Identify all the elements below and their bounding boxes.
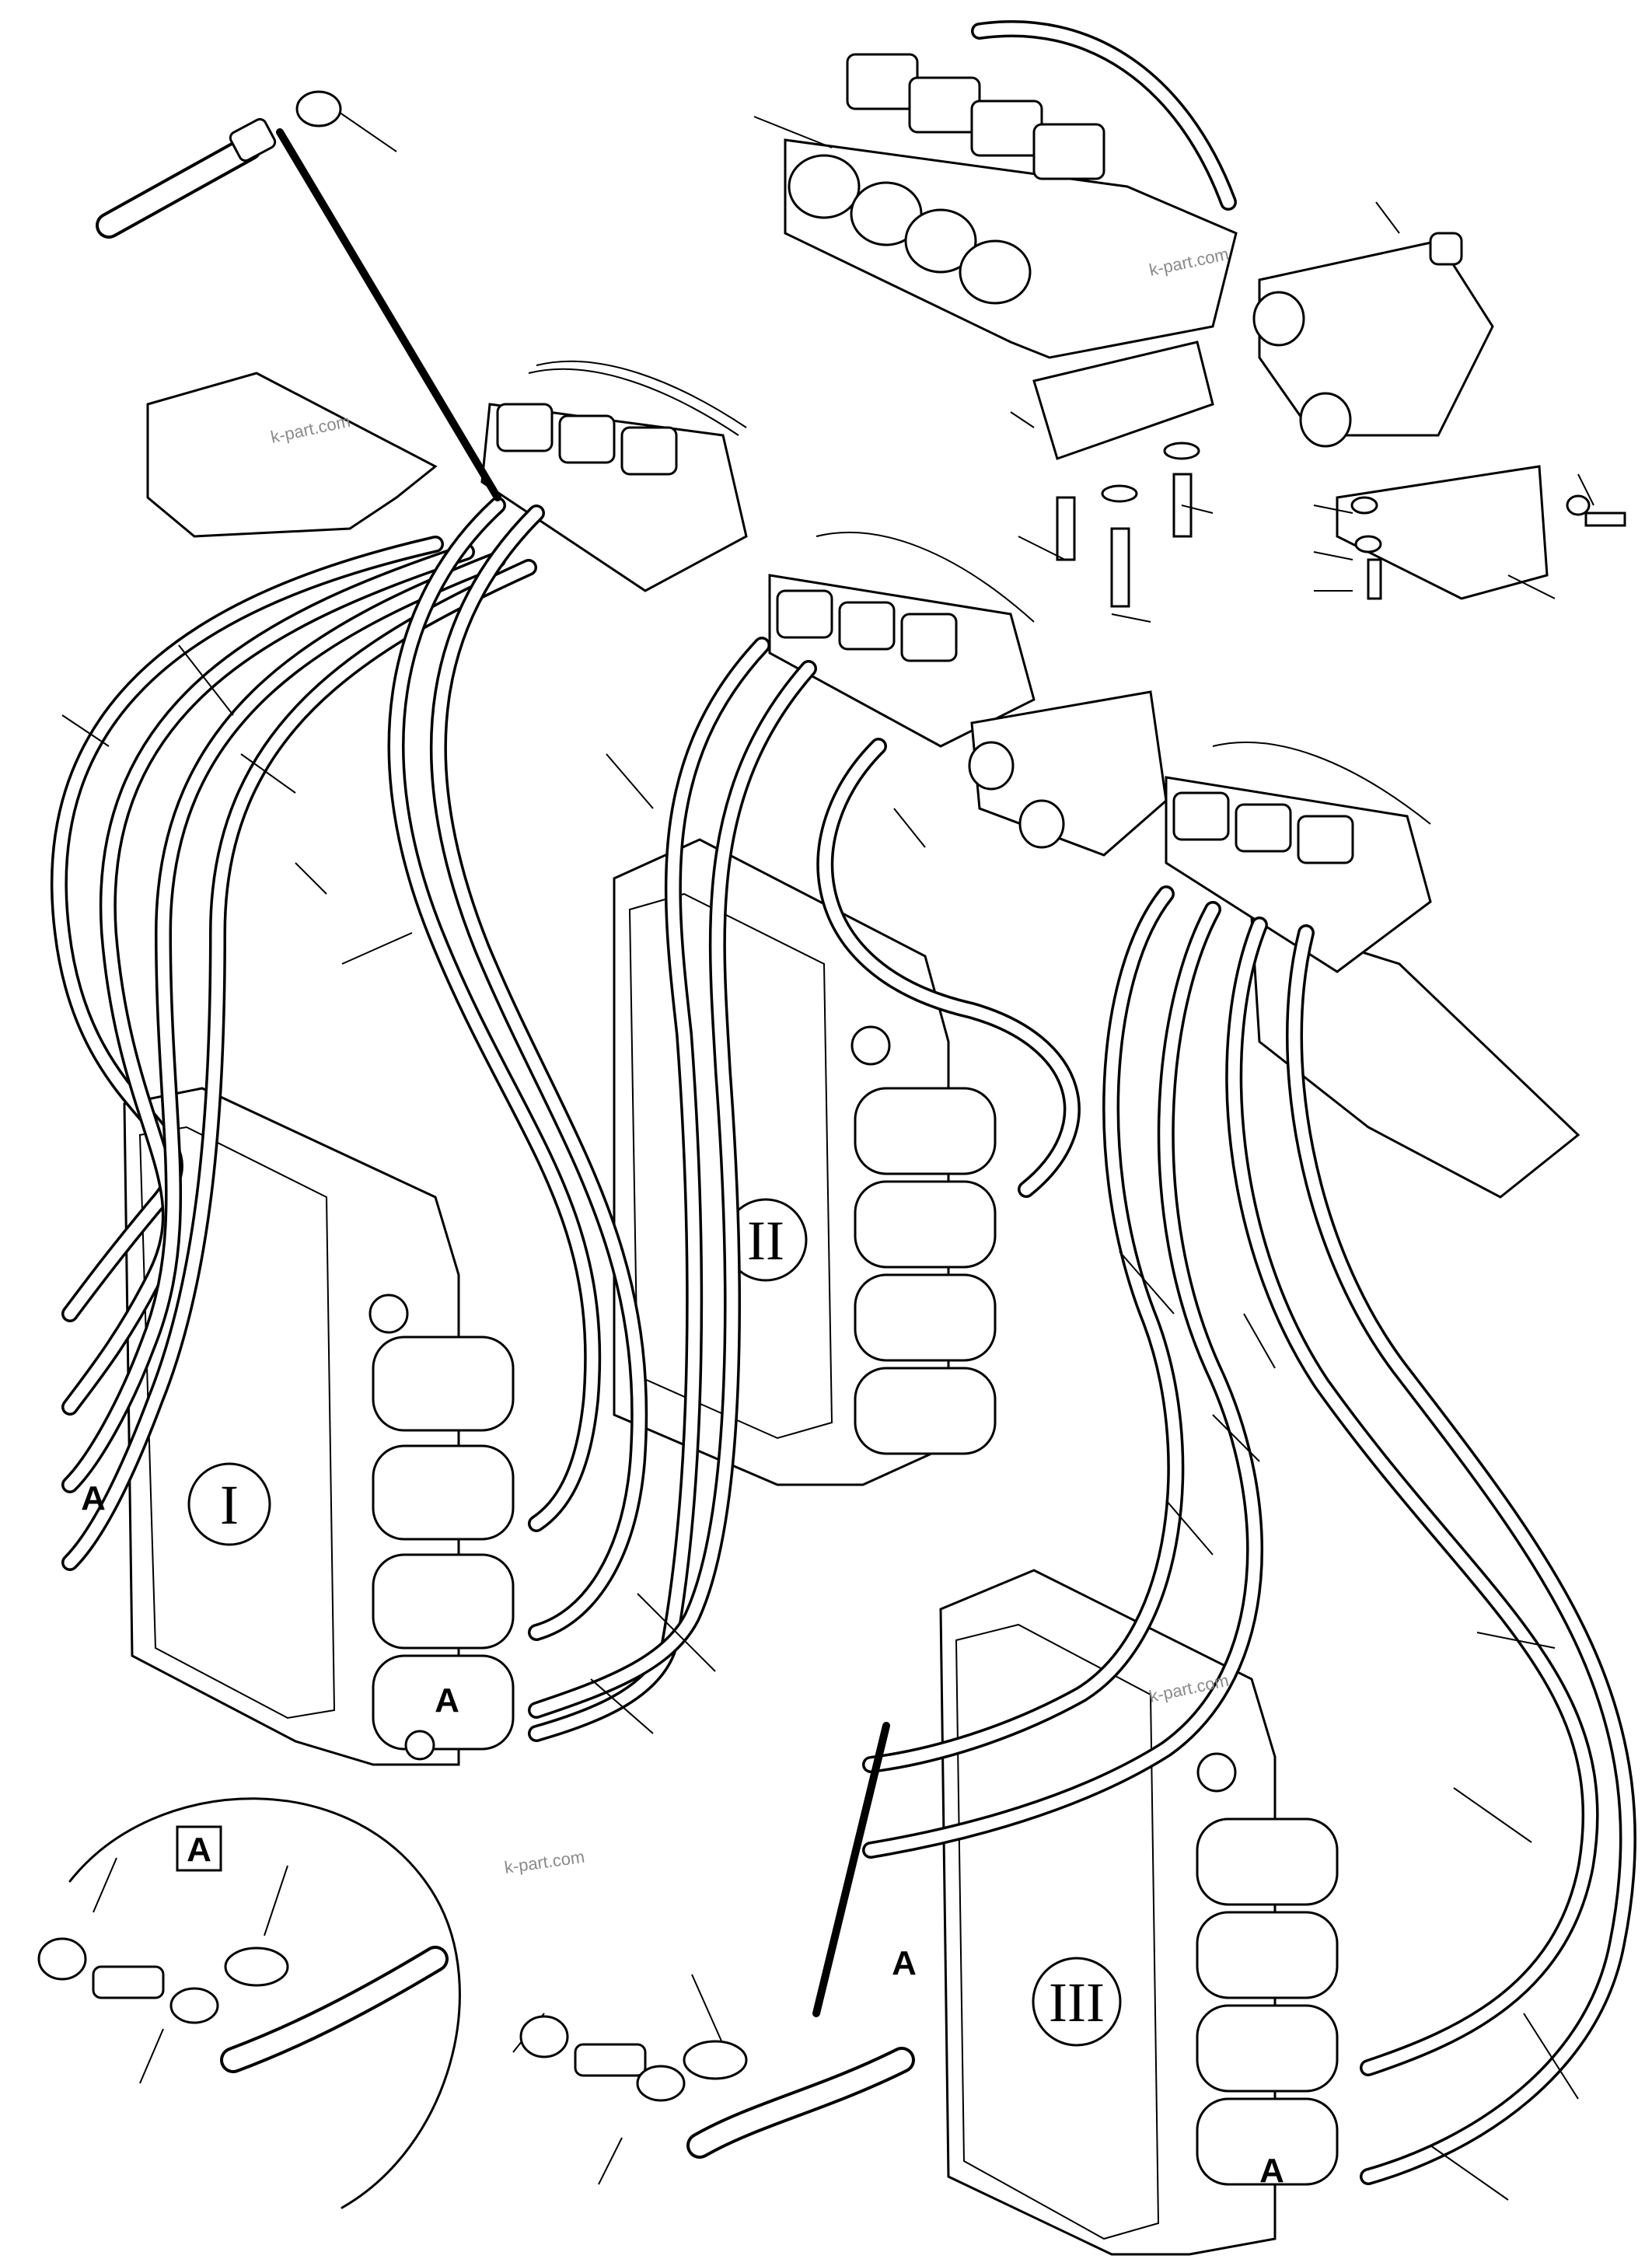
- solenoid-valve-stack-2: [768, 531, 1036, 748]
- solenoid-valve-stack-1: [480, 360, 748, 592]
- hose-fitting-top: [96, 90, 342, 239]
- fitting-label-A-block-III-left: A: [892, 1944, 917, 1982]
- valve-block-I-label: I: [220, 1474, 239, 1536]
- hose-fitting-bottom: [519, 2015, 915, 2159]
- solenoid-valve-single-mid: [968, 690, 1168, 857]
- solenoid-valve-stack-top: [784, 20, 1238, 359]
- block-bracket: [1032, 340, 1214, 460]
- hose-bundle-right: [816, 738, 1636, 2185]
- mounting-plate-right: [1250, 915, 1580, 1199]
- bolt-set: [1056, 442, 1626, 608]
- valve-block-III-label: III: [1049, 1971, 1105, 2034]
- fitting-label-A-block-I-right: A: [435, 1681, 459, 1720]
- valve-block-I: I: [123, 1087, 515, 1766]
- detail-view-label: A: [187, 1831, 211, 1869]
- watermark: k-part.com: [503, 1847, 585, 1877]
- angle-bracket: [1336, 465, 1549, 600]
- valve-block-III: III: [939, 1569, 1339, 2256]
- fitting-label-A-block-I-left: A: [81, 1479, 106, 1517]
- fitting-label-A-block-III-right: A: [1259, 2152, 1284, 2190]
- mounting-plate-left: [146, 372, 438, 538]
- valve-block-II-label: II: [747, 1210, 784, 1272]
- hose-bundle-center: [387, 497, 817, 1742]
- solenoid-valve-single-right: [1252, 232, 1494, 448]
- detail-view-A: A: [37, 1797, 461, 2209]
- solenoid-valve-stack-3: [1165, 741, 1432, 973]
- hose-bundle-left: [50, 536, 537, 1571]
